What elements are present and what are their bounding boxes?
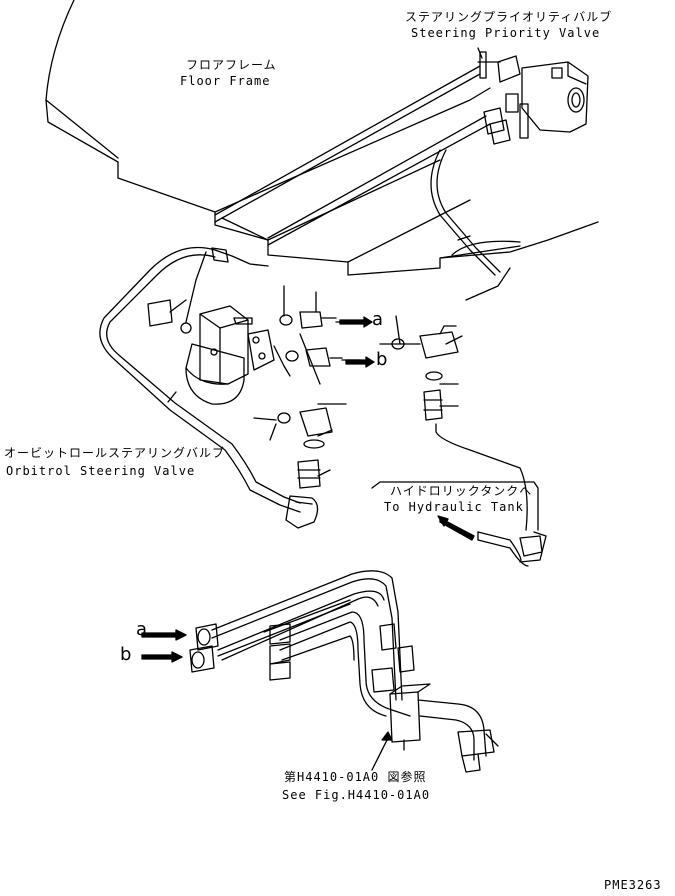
ref-a-upper: a — [372, 309, 384, 330]
hydraulic-tank-label-jp: ハイドロリックタンクへ — [390, 484, 533, 498]
see-fig-label-en: See Fig.H4410-01A0 — [282, 788, 431, 802]
drawing-number: PME3263 — [604, 878, 662, 892]
floor-frame-label-jp: フロアフレーム — [186, 58, 277, 72]
tank-label-bracket — [372, 482, 538, 530]
ref-arrows-upper — [340, 317, 474, 540]
steering-priority-valve-label-en: Steering Priority Valve — [411, 26, 601, 40]
steering-priority-valve-label-jp: ステアリングプライオリティバルブ — [405, 10, 613, 24]
see-fig-leader — [372, 738, 388, 770]
priority-valve-leader — [478, 48, 482, 58]
floor-frame-label-en: Floor Frame — [180, 74, 271, 88]
tank-hose — [436, 424, 546, 566]
leader-lines — [168, 252, 510, 476]
ref-b-upper: b — [376, 349, 388, 370]
left-hose-loop — [100, 248, 318, 529]
orbitrol-steering-valve — [186, 306, 274, 404]
ref-a-lower: a — [136, 619, 148, 640]
steering-priority-valve — [478, 52, 588, 138]
fittings — [148, 300, 458, 488]
orbitrol-valve-label-en: Orbitrol Steering Valve — [6, 464, 196, 478]
ref-b-lower: b — [120, 644, 132, 665]
hoses-upper — [215, 66, 510, 275]
ref-arrows-lower — [142, 630, 392, 740]
floor-frame — [46, 0, 598, 275]
lower-piping-assembly — [190, 571, 498, 772]
hydraulic-tank-label-en: To Hydraulic Tank — [384, 500, 524, 514]
orbitrol-valve-label-jp: オービットロールステアリングバルブ — [4, 446, 226, 460]
see-fig-label-jp: 第H4410-01A0 図参照 — [284, 770, 427, 784]
